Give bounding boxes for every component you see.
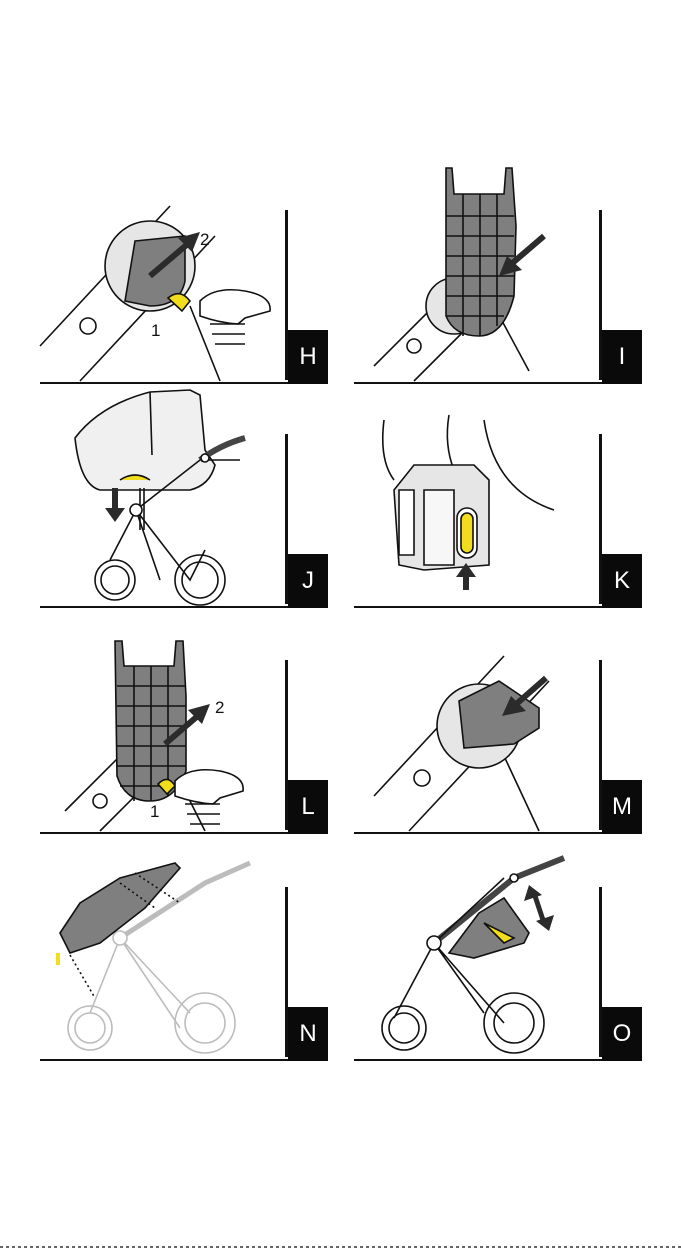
panel-l: 2 1 L — [40, 656, 328, 834]
frame-bottom-line — [354, 1059, 642, 1061]
double-arrow-icon — [524, 885, 554, 931]
step-number-2: 2 — [215, 698, 224, 718]
frame-bottom-line — [354, 832, 642, 834]
panel-o: O — [354, 883, 642, 1061]
step-number-2: 2 — [200, 230, 209, 250]
frame-bottom-line — [40, 1059, 328, 1061]
panel-k: K — [354, 430, 642, 608]
frame-bottom-line — [40, 832, 328, 834]
panel-label-h: H — [288, 330, 328, 384]
step-number-1: 1 — [151, 321, 160, 341]
arrow-down-icon — [105, 488, 125, 522]
frame-bottom-line — [354, 606, 642, 608]
panel-m: M — [354, 656, 642, 834]
panel-label-j: J — [288, 554, 328, 608]
frame-bottom-line — [354, 382, 642, 384]
frame-bottom-line — [40, 382, 328, 384]
panel-i: I — [354, 206, 642, 384]
panel-label-o: O — [602, 1007, 642, 1061]
frame-bottom-line — [40, 606, 328, 608]
panel-label-n: N — [288, 1007, 328, 1061]
panel-label-l: L — [288, 780, 328, 834]
panel-n: N — [40, 883, 328, 1061]
step-number-1: 1 — [150, 802, 159, 822]
panel-label-i: I — [602, 330, 642, 384]
panel-label-k: K — [602, 554, 642, 608]
panel-label-m: M — [602, 780, 642, 834]
panel-j: J — [40, 430, 328, 608]
panel-h: 2 1 H — [40, 206, 328, 384]
